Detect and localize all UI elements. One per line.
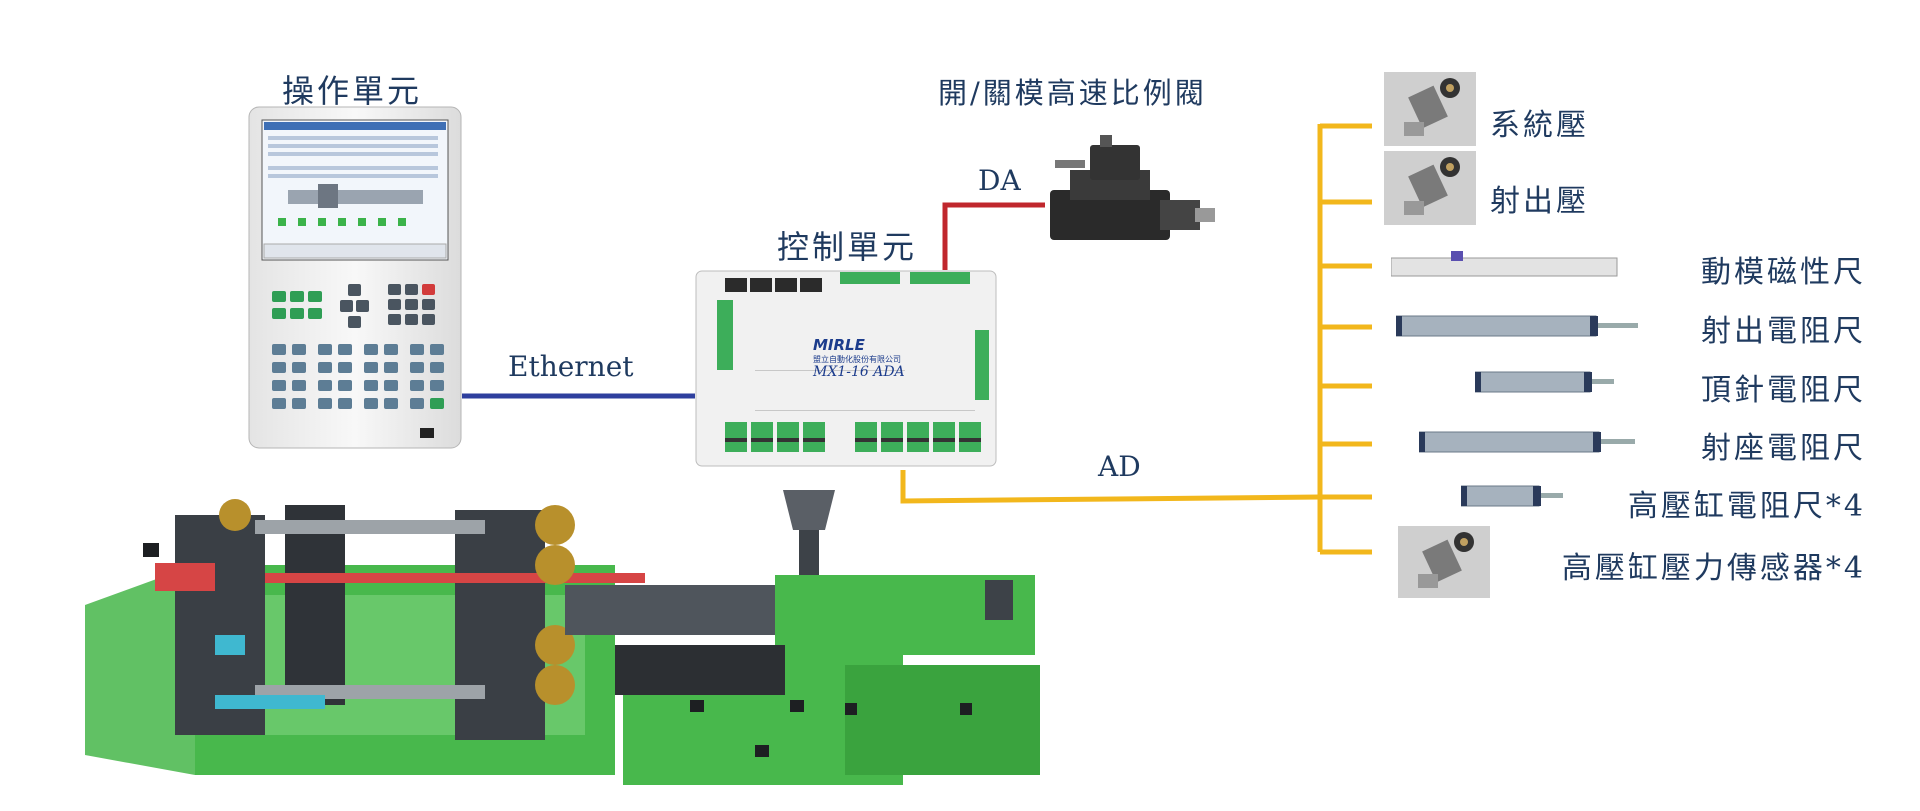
ethernet-label: Ethernet: [508, 350, 634, 383]
high-pressure-cylinder-resistance-scale-icon: [1461, 485, 1563, 507]
ad-line: [900, 470, 1321, 504]
valve-label: 開/關模高速比例閥: [938, 76, 1207, 110]
controller-brand-logo: MIRLE: [813, 336, 865, 354]
sensor-label-high-pressure-cylinder-resistance-scale: 高壓缸電阻尺*4: [1627, 489, 1866, 524]
ad-label: AD: [1098, 450, 1141, 483]
system-pressure-transducer-icon: [1384, 72, 1476, 146]
high-pressure-cylinder-pressure-sensor-icon: [1398, 526, 1490, 598]
ad-branches: [1320, 123, 1372, 555]
da-line: [942, 202, 1045, 270]
control-unit-board: MIRLE 盟立自動化股份有限公司 MX1-16 ADA: [695, 270, 998, 468]
operation-unit-label: 操作單元: [282, 72, 423, 110]
sensor-label-injection-resistance-scale: 射出電阻尺: [1701, 314, 1866, 349]
injection-pressure-transducer-icon: [1384, 151, 1476, 225]
operation-panel: [248, 106, 462, 449]
sensor-label-ejector-resistance-scale: 頂針電阻尺: [1701, 373, 1866, 408]
sensor-label-high-pressure-cylinder-pressure-sensor: 高壓缸壓力傳感器*4: [1561, 551, 1866, 586]
control-unit-label: 控制單元: [777, 228, 918, 266]
controller-model: MX1-16 ADA: [813, 364, 905, 380]
controller-company-text: 盟立自動化股份有限公司: [813, 355, 901, 364]
injection-resistance-scale-icon: [1396, 315, 1638, 337]
sensor-label-injection-pressure: 射出壓: [1490, 184, 1589, 219]
sensor-label-system-pressure: 系統壓: [1490, 108, 1589, 143]
injection-molding-machine-illustration: [85, 490, 1040, 785]
proportional-valve-icon: [1050, 135, 1215, 240]
sensor-label-moving-mold-magnetic-scale: 動模磁性尺: [1701, 255, 1866, 290]
sensor-label-carriage-resistance-scale: 射座電阻尺: [1701, 431, 1866, 466]
carriage-resistance-scale-icon: [1419, 431, 1635, 453]
da-label: DA: [978, 164, 1021, 197]
magnetic-scale-icon: [1391, 251, 1618, 277]
ejector-resistance-scale-icon: [1475, 371, 1614, 393]
